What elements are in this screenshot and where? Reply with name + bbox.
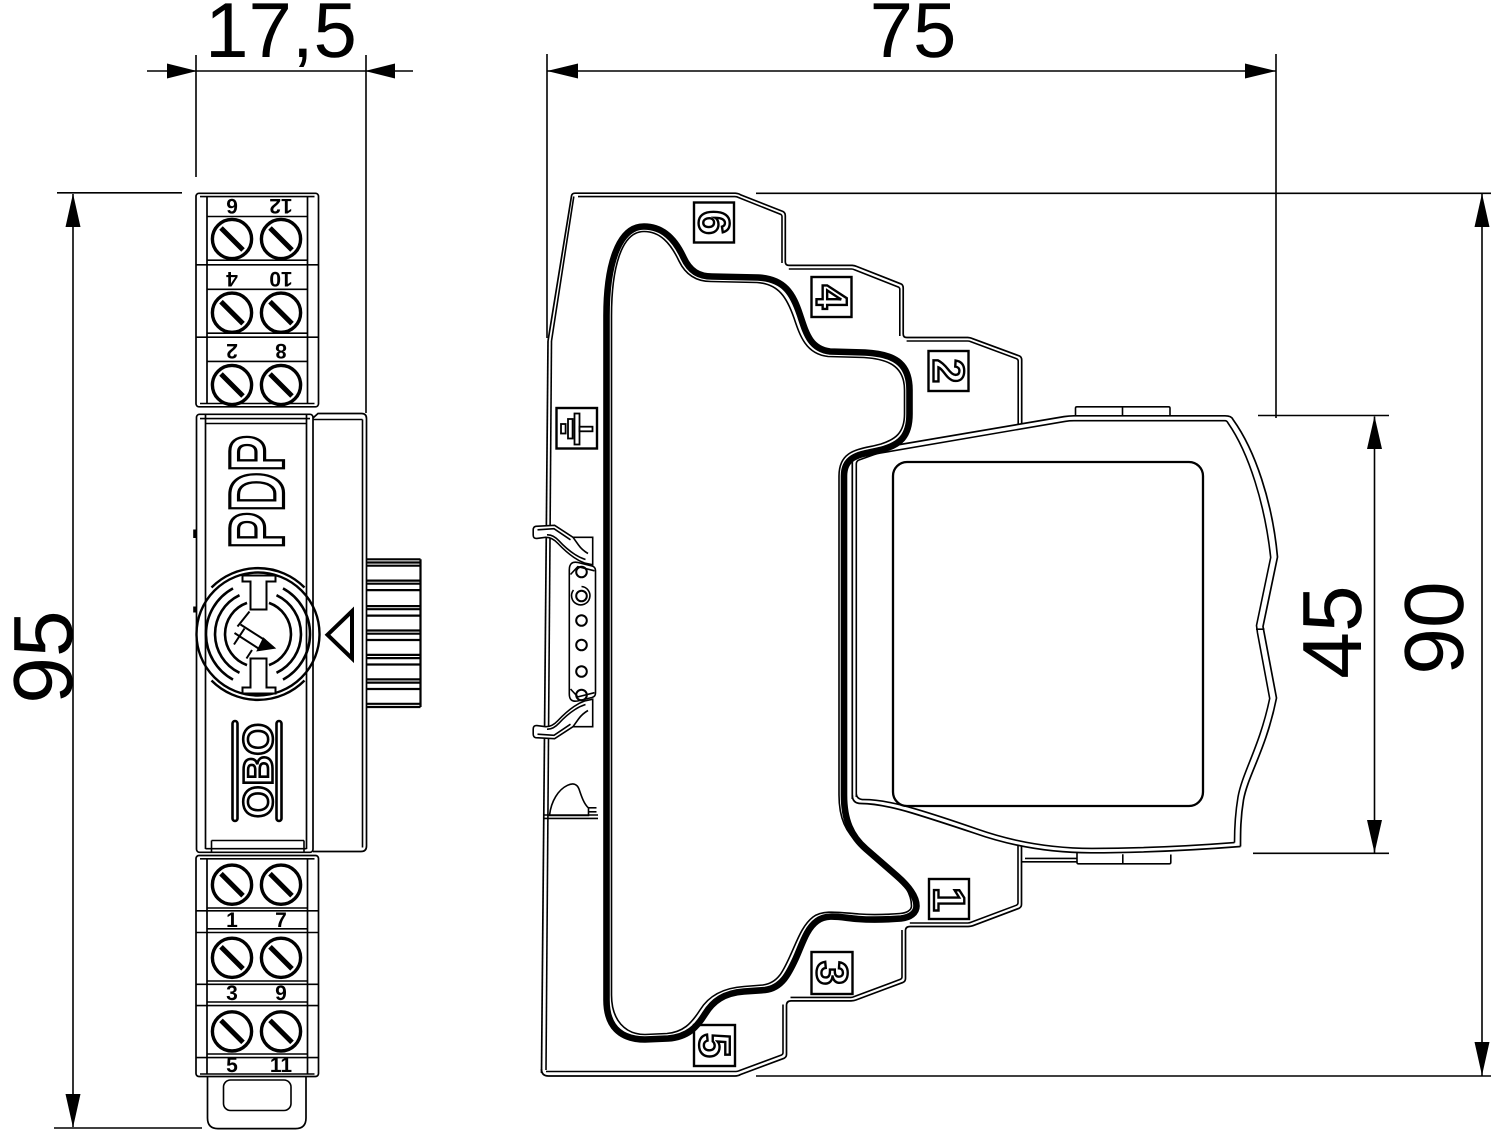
svg-text:2: 2 [924, 359, 973, 383]
svg-text:75: 75 [870, 0, 957, 74]
svg-text:6: 6 [689, 210, 738, 234]
svg-text:1: 1 [226, 909, 238, 932]
svg-text:7: 7 [275, 909, 287, 932]
svg-text:45: 45 [1285, 585, 1379, 678]
svg-text:6: 6 [226, 194, 238, 217]
svg-text:17,5: 17,5 [205, 0, 357, 74]
svg-text:11: 11 [270, 1054, 293, 1077]
svg-text:5: 5 [226, 1054, 238, 1077]
svg-text:8: 8 [275, 339, 287, 362]
svg-text:PDP: PDP [213, 435, 301, 549]
svg-text:OBO: OBO [235, 723, 282, 818]
svg-text:95: 95 [0, 610, 90, 703]
svg-text:4: 4 [226, 267, 238, 290]
svg-text:2: 2 [226, 339, 238, 362]
svg-text:5: 5 [690, 1033, 739, 1057]
svg-text:3: 3 [807, 961, 856, 985]
svg-text:3: 3 [226, 982, 238, 1005]
svg-text:12: 12 [269, 194, 292, 217]
svg-text:9: 9 [275, 982, 287, 1005]
svg-text:1: 1 [924, 887, 973, 911]
svg-text:90: 90 [1387, 581, 1481, 674]
svg-text:4: 4 [807, 285, 856, 310]
svg-text:10: 10 [269, 267, 292, 290]
